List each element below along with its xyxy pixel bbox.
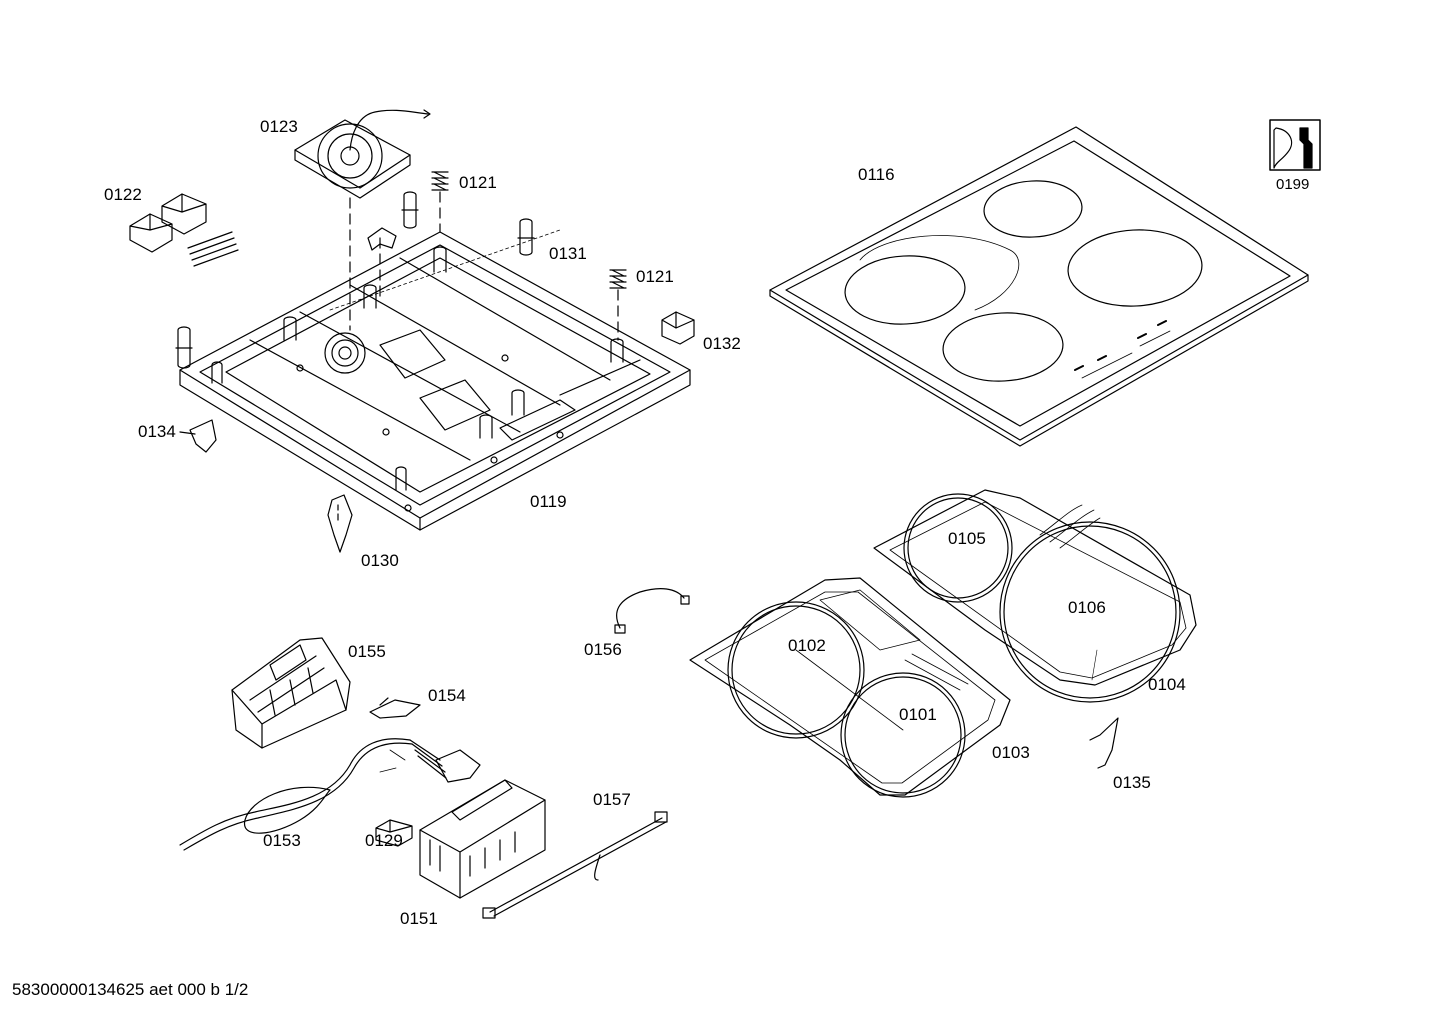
adjustable-foot-b	[175, 326, 193, 369]
cooling-fan	[294, 109, 431, 199]
label-0199: 0199	[1276, 176, 1310, 193]
power-cable-0153	[179, 738, 481, 851]
label-0134: 0134	[138, 422, 176, 441]
label-0106: 0106	[1068, 598, 1106, 617]
leader-0106	[1091, 649, 1098, 681]
spring-clip-0135	[1089, 717, 1119, 769]
electronics-housing-0155	[231, 637, 351, 749]
label-0151: 0151	[400, 909, 438, 928]
label-0116: 0116	[858, 165, 895, 184]
label-0135: 0135	[1113, 773, 1151, 792]
label-0121-lower: 0121	[636, 267, 674, 286]
wrench-screwdriver-icon	[1269, 119, 1321, 171]
label-0104: 0104	[1148, 675, 1186, 694]
label-0130: 0130	[361, 551, 399, 570]
bracket	[367, 227, 397, 251]
spring-lower	[609, 269, 627, 289]
connector-0132	[661, 311, 695, 345]
fastening-clip	[327, 494, 353, 553]
spring-upper	[431, 171, 449, 191]
heater-carrier-0103	[689, 577, 1011, 798]
label-0103: 0103	[992, 743, 1030, 762]
label-0132: 0132	[703, 334, 741, 353]
clip-0134	[189, 419, 217, 453]
sensor-0154	[369, 697, 421, 719]
label-0122: 0122	[104, 185, 142, 204]
label-0156: 0156	[584, 640, 622, 659]
label-0101: 0101	[899, 705, 937, 724]
adjustable-foot-a	[401, 191, 419, 229]
housing-tray	[179, 229, 691, 531]
label-0123: 0123	[260, 117, 298, 136]
cable-0157	[482, 811, 668, 919]
heater-carrier-0104	[873, 489, 1197, 703]
label-0153: 0153	[263, 831, 301, 850]
adjustable-foot-0131	[517, 218, 535, 256]
label-0129: 0129	[365, 831, 403, 850]
label-0119: 0119	[530, 492, 567, 511]
label-0154: 0154	[428, 686, 466, 705]
label-0105: 0105	[948, 529, 986, 548]
bridge-wire-0156	[616, 588, 685, 629]
label-0102: 0102	[788, 636, 826, 655]
label-0131: 0131	[549, 244, 587, 263]
label-0157: 0157	[593, 790, 631, 809]
label-0121-upper: 0121	[459, 173, 497, 192]
label-0155: 0155	[348, 642, 386, 661]
glass-ceramic-hob	[769, 126, 1309, 447]
leader-0134	[179, 431, 196, 435]
document-reference: 58300000134625 aet 000 b 1/2	[12, 980, 249, 999]
tray-posts	[211, 246, 624, 491]
control-module-0151	[419, 779, 546, 899]
wire-terminals-0156	[614, 595, 690, 634]
connector-0129	[375, 819, 413, 847]
terminal-blocks	[129, 193, 239, 267]
